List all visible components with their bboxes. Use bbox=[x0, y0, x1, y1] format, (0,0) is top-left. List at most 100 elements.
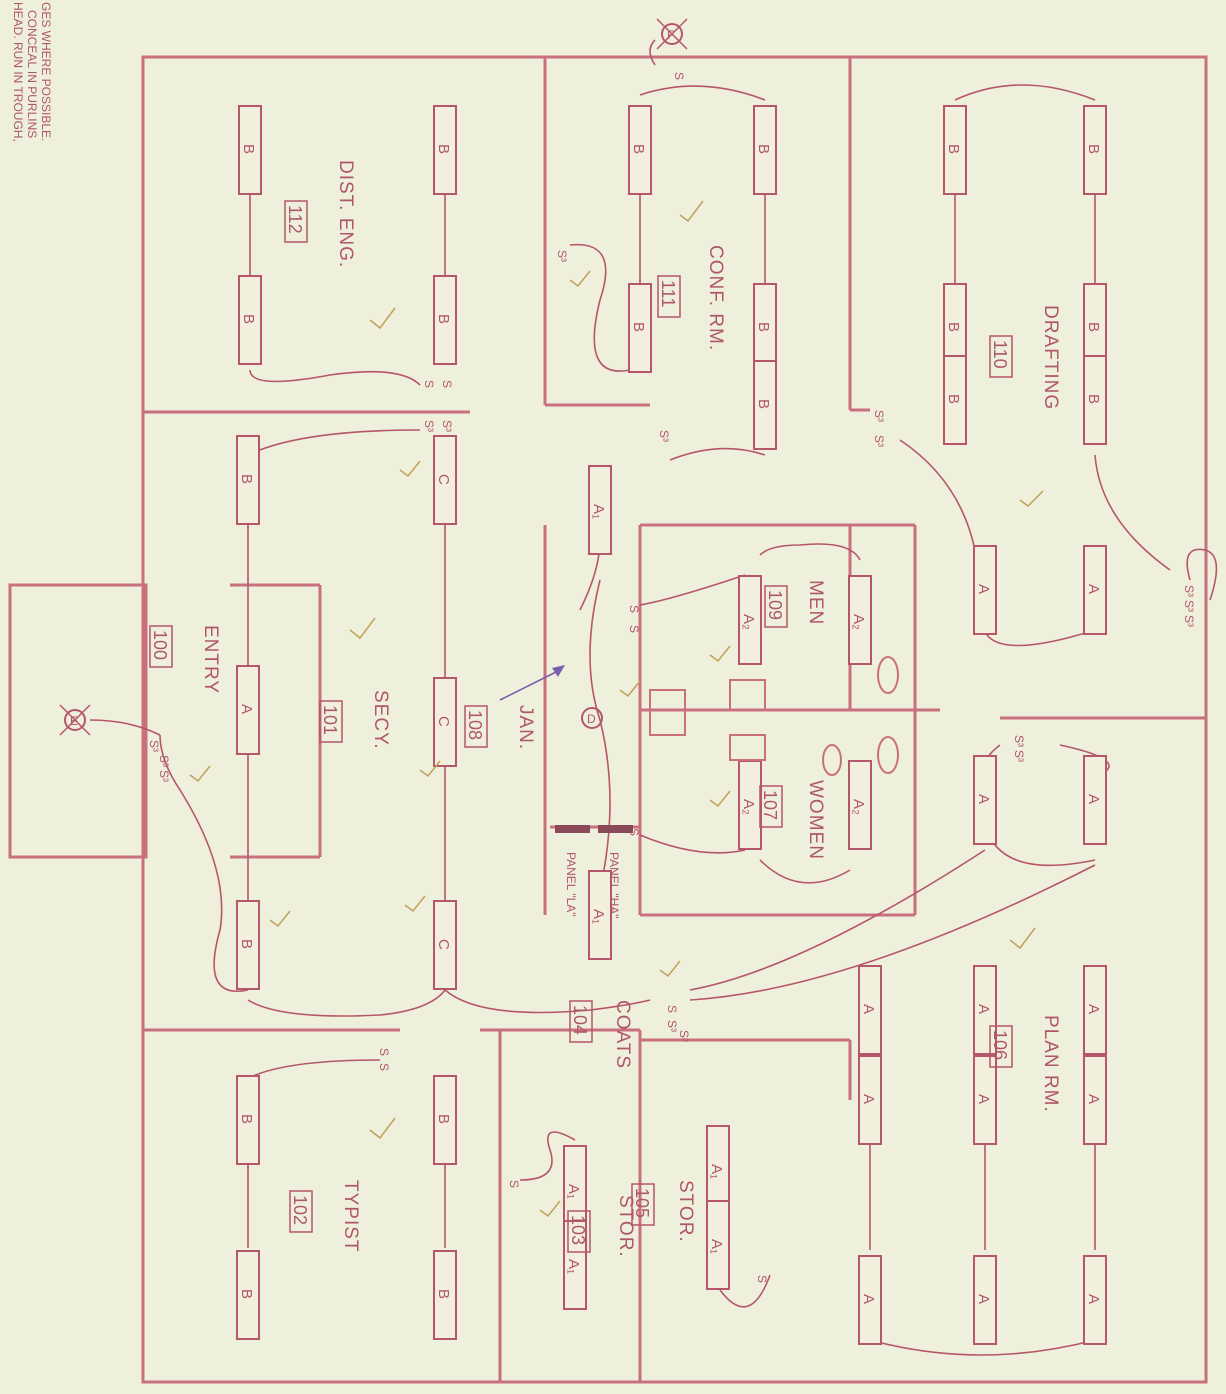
switch-s3: S³ bbox=[555, 250, 569, 262]
room-label-108: JAN.108 bbox=[464, 705, 536, 750]
outlet-f-icon: F bbox=[656, 18, 688, 50]
switch-s3: S³ bbox=[677, 1030, 691, 1042]
fixture-b: B bbox=[433, 1075, 457, 1165]
note-line-1: HEAD. RUN IN TROUGH, bbox=[11, 2, 25, 142]
switch-s: S bbox=[672, 72, 686, 80]
switch-s3: S³ bbox=[1182, 615, 1196, 627]
svg-text:A₁: A₁ bbox=[565, 1184, 582, 1199]
svg-text:A: A bbox=[975, 1294, 992, 1304]
svg-text:B: B bbox=[945, 394, 962, 404]
fixture-b: B bbox=[753, 360, 777, 450]
room-name: ENTRY bbox=[200, 625, 221, 694]
svg-text:B: B bbox=[755, 399, 772, 409]
fixture-a: A bbox=[973, 1055, 997, 1145]
fixture-a: A bbox=[1083, 755, 1107, 845]
switch-s3: S³ bbox=[1182, 585, 1196, 597]
svg-text:B: B bbox=[240, 144, 257, 154]
room-label-105: STOR.105 bbox=[631, 1180, 696, 1243]
fixture-b: B bbox=[943, 105, 967, 195]
room-label-112: DIST. ENG.112 bbox=[284, 160, 356, 268]
svg-text:A: A bbox=[860, 1094, 877, 1104]
svg-text:A: A bbox=[1085, 584, 1102, 594]
svg-text:A₂: A₂ bbox=[850, 614, 867, 630]
fixture-a2: A₂ bbox=[738, 575, 762, 665]
room-name: PLAN RM. bbox=[1040, 1015, 1061, 1113]
fixture-a: A bbox=[858, 965, 882, 1055]
fixture-a2: A₂ bbox=[848, 575, 872, 665]
fixture-b: B bbox=[238, 275, 262, 365]
svg-text:B: B bbox=[238, 474, 255, 484]
svg-text:B: B bbox=[435, 144, 452, 154]
svg-text:C: C bbox=[435, 474, 452, 485]
svg-text:C: C bbox=[435, 716, 452, 727]
svg-text:B: B bbox=[1085, 394, 1102, 404]
svg-text:A: A bbox=[1085, 794, 1102, 804]
outlet-e-icon: E bbox=[59, 704, 91, 736]
restroom-fixtures bbox=[649, 656, 899, 776]
switch-s: S bbox=[440, 380, 454, 388]
fixture-b: B bbox=[236, 1250, 260, 1340]
room-label-110: DRAFTING 110 bbox=[989, 305, 1061, 410]
switch-s3: S³ bbox=[1182, 600, 1196, 612]
fixture-a1: A₁ bbox=[588, 465, 612, 555]
room-number: 100 bbox=[150, 630, 170, 660]
switch-s3: S³ bbox=[440, 420, 454, 432]
room-number: 112 bbox=[285, 205, 305, 234]
svg-text:B: B bbox=[755, 144, 772, 154]
svg-text:A: A bbox=[1085, 1094, 1102, 1104]
svg-text:A₁: A₁ bbox=[708, 1164, 725, 1179]
room-number: 102 bbox=[290, 1195, 310, 1225]
room-name: SECY. bbox=[370, 690, 391, 750]
panels: PANEL "HA" PANEL "LA" bbox=[555, 825, 633, 919]
note-line-3: GES WHERE POSSIBLE. bbox=[39, 2, 53, 141]
fixture-b: B bbox=[238, 105, 262, 195]
room-name: DRAFTING bbox=[1040, 305, 1061, 410]
switch-s: S bbox=[377, 1048, 391, 1056]
room-number: 109 bbox=[765, 590, 785, 620]
svg-text:A: A bbox=[975, 584, 992, 594]
fixture-a1: A₁ bbox=[563, 1220, 587, 1310]
svg-text:A₁: A₁ bbox=[565, 1259, 582, 1274]
fixture-a: A bbox=[1083, 545, 1107, 635]
fixture-a: A bbox=[973, 755, 997, 845]
svg-text:B: B bbox=[238, 1289, 255, 1299]
walls bbox=[8, 55, 1208, 1384]
svg-text:B: B bbox=[945, 322, 962, 332]
svg-text:B: B bbox=[435, 1114, 452, 1124]
switch-s3: S³ bbox=[157, 755, 171, 767]
fixture-a1: A₁ bbox=[706, 1200, 730, 1290]
fixture-b: B bbox=[433, 105, 457, 195]
room-name: CONF. RM. bbox=[705, 245, 726, 351]
fixture-a: A bbox=[236, 665, 260, 755]
room-name: WOMEN bbox=[805, 780, 826, 860]
svg-text:B: B bbox=[630, 322, 647, 332]
fixture-b: B bbox=[433, 1250, 457, 1340]
room-number: 101 bbox=[320, 705, 340, 735]
svg-text:B: B bbox=[238, 1114, 255, 1124]
switch-s: S bbox=[422, 380, 436, 388]
svg-text:B: B bbox=[1085, 144, 1102, 154]
fixture-b: B bbox=[943, 283, 967, 373]
svg-text:A: A bbox=[860, 1294, 877, 1304]
svg-text:B: B bbox=[945, 144, 962, 154]
svg-text:A: A bbox=[975, 1094, 992, 1104]
svg-text:B: B bbox=[1085, 322, 1102, 332]
room-name: TYPIST bbox=[340, 1180, 361, 1253]
room-label-103: STOR.103 bbox=[567, 1195, 636, 1258]
switch-s: S bbox=[627, 625, 641, 633]
fixture-b: B bbox=[753, 283, 777, 373]
general-notes: HEAD. RUN IN TROUGH, CONCEAL IN PURLINS … bbox=[11, 2, 53, 142]
switch-s3: S³ bbox=[147, 740, 161, 752]
fixture-a: A bbox=[858, 1055, 882, 1145]
svg-text:A: A bbox=[860, 1004, 877, 1014]
outlet-d-icon: D bbox=[581, 707, 603, 729]
room-number: 110 bbox=[990, 340, 1010, 369]
room-name: COATS bbox=[612, 1000, 633, 1069]
switch-s3: S³ bbox=[1012, 750, 1026, 762]
svg-text:B: B bbox=[435, 314, 452, 324]
